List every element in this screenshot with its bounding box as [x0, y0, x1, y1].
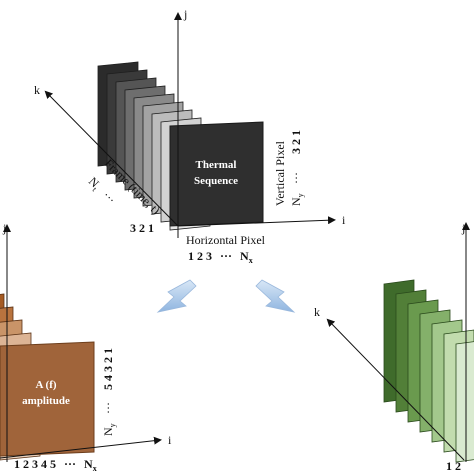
amplitude-vertical-dots: ··· [101, 402, 115, 414]
arrow-to-phase-icon [255, 279, 296, 313]
right-axis-j-label: j [461, 221, 465, 235]
thermal-sequence-diagram: Thermal Sequence j i k Frame (time, t) N… [34, 7, 346, 265]
amplitude-vertical-index: Ny [101, 423, 117, 436]
phase-frame-stack [383, 279, 474, 463]
vertical-dots: ··· [289, 172, 303, 184]
amplitude-diagram: A (f) amplitude j i Ny ··· 5 4 3 2 1 1 2… [0, 221, 172, 473]
thermal-panel-line2: Sequence [194, 175, 238, 187]
amplitude-horizontal-numbers: 1 2 3 4 5···Nx [14, 457, 97, 473]
vertical-pixel-label: Vertical Pixel [273, 140, 287, 206]
frame-numbers: 3 2 1 [130, 221, 154, 235]
amplitude-panel-line2: amplitude [22, 395, 70, 407]
left-axis-i-line [0, 436, 162, 459]
amplitude-vertical-numbers: 5 4 3 2 1 [101, 348, 115, 390]
left-axis-i-label: i [168, 433, 172, 447]
horizontal-pixel-label: Horizontal Pixel [186, 233, 266, 247]
top-axis-j-label: j [183, 7, 187, 21]
phase-horizontal-numbers: 1 2 [446, 459, 461, 473]
right-axis-k-line [326, 318, 465, 461]
amplitude-panel-line1: A (f) [35, 379, 56, 391]
amplitude-panel [0, 341, 95, 457]
top-axis-k-line [44, 90, 179, 227]
right-axis-k-label: k [314, 305, 320, 319]
frame-dots: ··· [100, 188, 118, 206]
phase-frame [455, 341, 474, 463]
top-axis-i-label: i [342, 213, 346, 227]
left-axis-j-label: j [2, 221, 6, 235]
top-axis-i-line [177, 216, 336, 227]
vertical-index-label: Ny [289, 193, 305, 206]
phase-diagram: j k 1 2 [314, 221, 474, 473]
thermal-panel-line1: Thermal [196, 159, 237, 171]
vertical-numbers: 3 2 1 [289, 130, 303, 154]
horizontal-numbers: 1 2 3···Nx [188, 249, 253, 265]
arrow-to-amplitude-icon [156, 279, 197, 313]
frame-index-label: Nt [84, 174, 104, 194]
top-axis-k-label: k [34, 83, 40, 97]
thermal-sequence-panel [169, 121, 264, 227]
